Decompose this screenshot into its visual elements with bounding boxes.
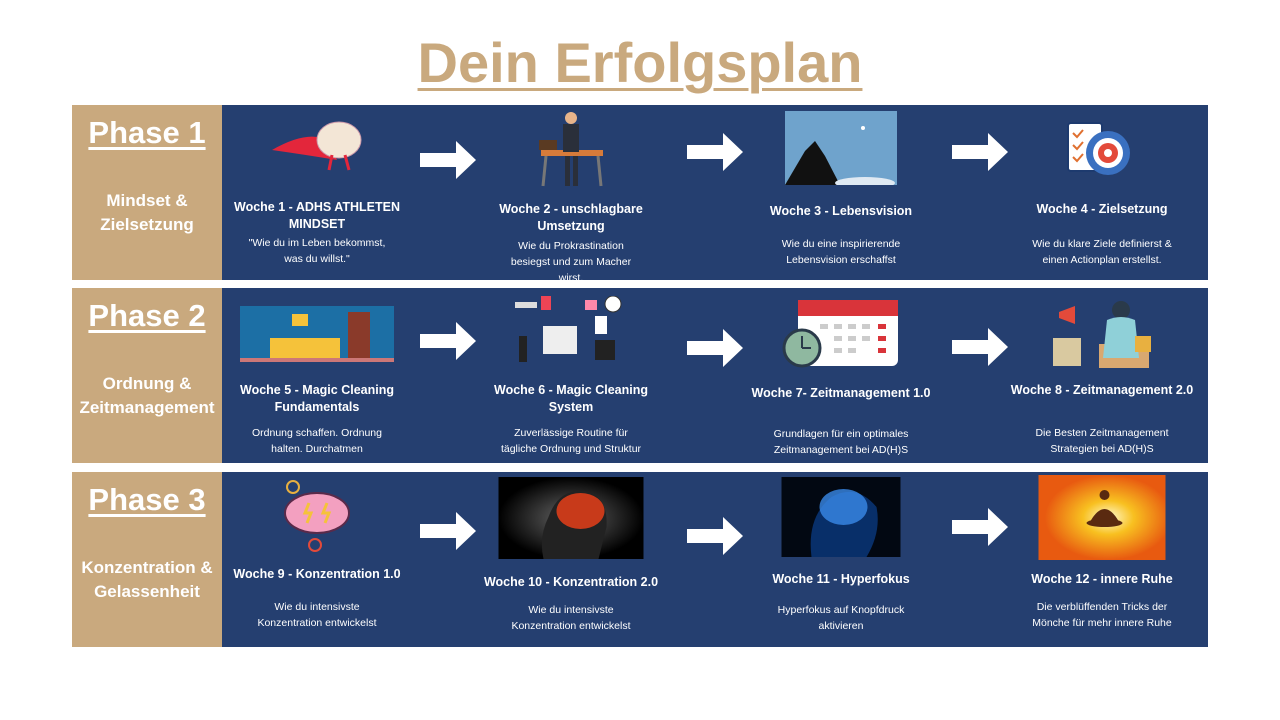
presenter-megaphone-icon <box>1049 298 1155 370</box>
page-title: Dein Erfolgsplan <box>417 31 863 94</box>
week-title: Woche 9 - Konzentration 1.0 <box>233 567 401 581</box>
week-description: Die verblüffenden Tricks der Mönche für … <box>1032 601 1172 629</box>
week-description: Wie du klare Ziele definierst & einen Ac… <box>1032 238 1172 266</box>
week-description: Wie du intensivste Konzentration entwick… <box>511 604 631 632</box>
phase-subtitle-line: Konzentration & <box>81 558 213 577</box>
right-arrow-icon <box>952 508 1008 546</box>
week-title: Woche 5 - Magic Cleaning Fundamentals <box>240 383 394 414</box>
week-title: Woche 8 - Zeitmanagement 2.0 <box>1010 383 1194 397</box>
brain-lightning-icon <box>279 477 355 553</box>
week-description: Die Besten Zeitmanagement Strategien bei… <box>1035 427 1169 455</box>
right-arrow-icon <box>952 328 1008 366</box>
phase-3-row: Phase 3 Konzentration & Gelassenheit Woch… <box>72 472 1208 647</box>
phase-1-heading: Phase 1 <box>88 115 206 150</box>
week-card[interactable]: Woche 2 - unschlagbare Umsetzung Wie du … <box>476 105 666 284</box>
week-card[interactable]: Woche 5 - Magic Cleaning Fundamentals Or… <box>222 288 412 463</box>
right-arrow-icon <box>952 133 1008 171</box>
phase-2-row: Phase 2 Ordnung & Zeitmanagement Woche 5 … <box>72 288 1208 463</box>
week-card[interactable]: Woche 1 - ADHS ATHLETEN MINDSET "Wie du … <box>222 105 412 280</box>
right-arrow-icon <box>420 141 476 179</box>
week-title: Woche 4 - Zielsetzung <box>1036 202 1168 216</box>
target-checklist-icon <box>1064 117 1140 183</box>
week-title: Woche 12 - innere Ruhe <box>1031 572 1173 586</box>
phase-1-subtitle: Mindset & Zielsetzung <box>72 189 222 237</box>
phase-2-label-panel: Phase 2 Ordnung & Zeitmanagement <box>72 288 222 463</box>
phase-1-content <box>222 105 1208 280</box>
phase-subtitle-line: Gelassenheit <box>94 582 200 601</box>
week-description: Wie du Prokrastination besiegst und zum … <box>510 240 632 284</box>
week-title: Woche 2 - unschlagbare Umsetzung <box>499 202 643 233</box>
meditation-sunset-icon <box>1038 475 1166 560</box>
week-title: Woche 6 - Magic Cleaning System <box>494 383 648 414</box>
week-card[interactable]: Woche 12 - innere Ruhe Die verblüffenden… <box>1007 472 1197 647</box>
right-arrow-icon <box>420 512 476 550</box>
organized-office-icon <box>515 295 627 366</box>
phase-2-subtitle: Ordnung & Zeitmanagement <box>72 372 222 420</box>
week-card[interactable]: Woche 8 - Zeitmanagement 2.0 Die Besten … <box>1007 288 1197 463</box>
phase-subtitle-line: Ordnung & <box>102 374 192 393</box>
phase-1-label-panel: Phase 1 Mindset & Zielsetzung <box>72 105 222 280</box>
week-description: Wie du intensivste Konzentration entwick… <box>257 601 377 629</box>
week-description: Hyperfokus auf Knopfdruck aktivieren <box>777 604 905 632</box>
mountain-telescope-icon <box>785 111 897 189</box>
phase-1-row: Phase 1 Mindset & Zielsetzung Woche 1 - A… <box>72 105 1208 284</box>
week-title: Woche 11 - Hyperfokus <box>772 572 910 586</box>
week-card[interactable]: Woche 10 - Konzentration 2.0 Wie du inte… <box>476 472 666 647</box>
phase-3-label-panel: Phase 3 Konzentration & Gelassenheit <box>72 472 222 647</box>
week-description: Wie du eine inspirierende Lebensvision e… <box>781 238 901 266</box>
tidy-bedroom-icon <box>240 306 394 362</box>
calendar-clock-icon <box>782 298 900 368</box>
week-card[interactable]: Woche 6 - Magic Cleaning System Zuverläs… <box>476 288 666 463</box>
phase-3-heading: Phase 3 <box>88 482 206 517</box>
right-arrow-icon <box>420 322 476 360</box>
right-arrow-icon <box>687 329 743 367</box>
week-title: Woche 7- Zeitmanagement 1.0 <box>751 386 931 400</box>
phase-subtitle-line: Zeitmanagement <box>79 398 215 417</box>
phase-2-heading: Phase 2 <box>88 298 206 333</box>
phase-3-subtitle: Konzentration & Gelassenheit <box>72 556 222 604</box>
week-card[interactable]: Woche 11 - Hyperfokus Hyperfokus auf Kno… <box>746 472 936 647</box>
week-card[interactable]: Woche 7- Zeitmanagement 1.0 Grundlagen f… <box>746 288 936 463</box>
right-arrow-icon <box>687 517 743 555</box>
superhero-brain-icon <box>267 110 367 172</box>
neural-head-icon <box>781 477 901 557</box>
week-description: Ordnung schaffen. Ordnung halten. Durcha… <box>252 427 382 455</box>
glowing-brain-head-icon <box>498 477 644 559</box>
businessman-desk-icon <box>531 110 611 188</box>
week-title: Woche 1 - ADHS ATHLETEN MINDSET <box>234 200 400 231</box>
week-description: "Wie du im Leben bekommst, was du willst… <box>248 237 386 265</box>
week-description: Zuverlässige Routine für tägliche Ordnun… <box>500 427 642 455</box>
right-arrow-icon <box>687 133 743 171</box>
week-title: Woche 3 - Lebensvision <box>769 204 913 218</box>
week-card[interactable]: Woche 4 - Zielsetzung Wie du klare Ziele… <box>1007 105 1197 280</box>
phase-subtitle-line: Zielsetzung <box>100 215 194 234</box>
week-card[interactable]: Woche 9 - Konzentration 1.0 Wie du inten… <box>222 472 412 647</box>
week-description: Grundlagen für ein optimales Zeitmanagem… <box>773 428 909 456</box>
phase-subtitle-line: Mindset & <box>106 191 188 210</box>
week-card[interactable]: Woche 3 - Lebensvision Wie du eine inspi… <box>746 105 936 280</box>
week-title: Woche 10 - Konzentration 2.0 <box>483 575 659 589</box>
